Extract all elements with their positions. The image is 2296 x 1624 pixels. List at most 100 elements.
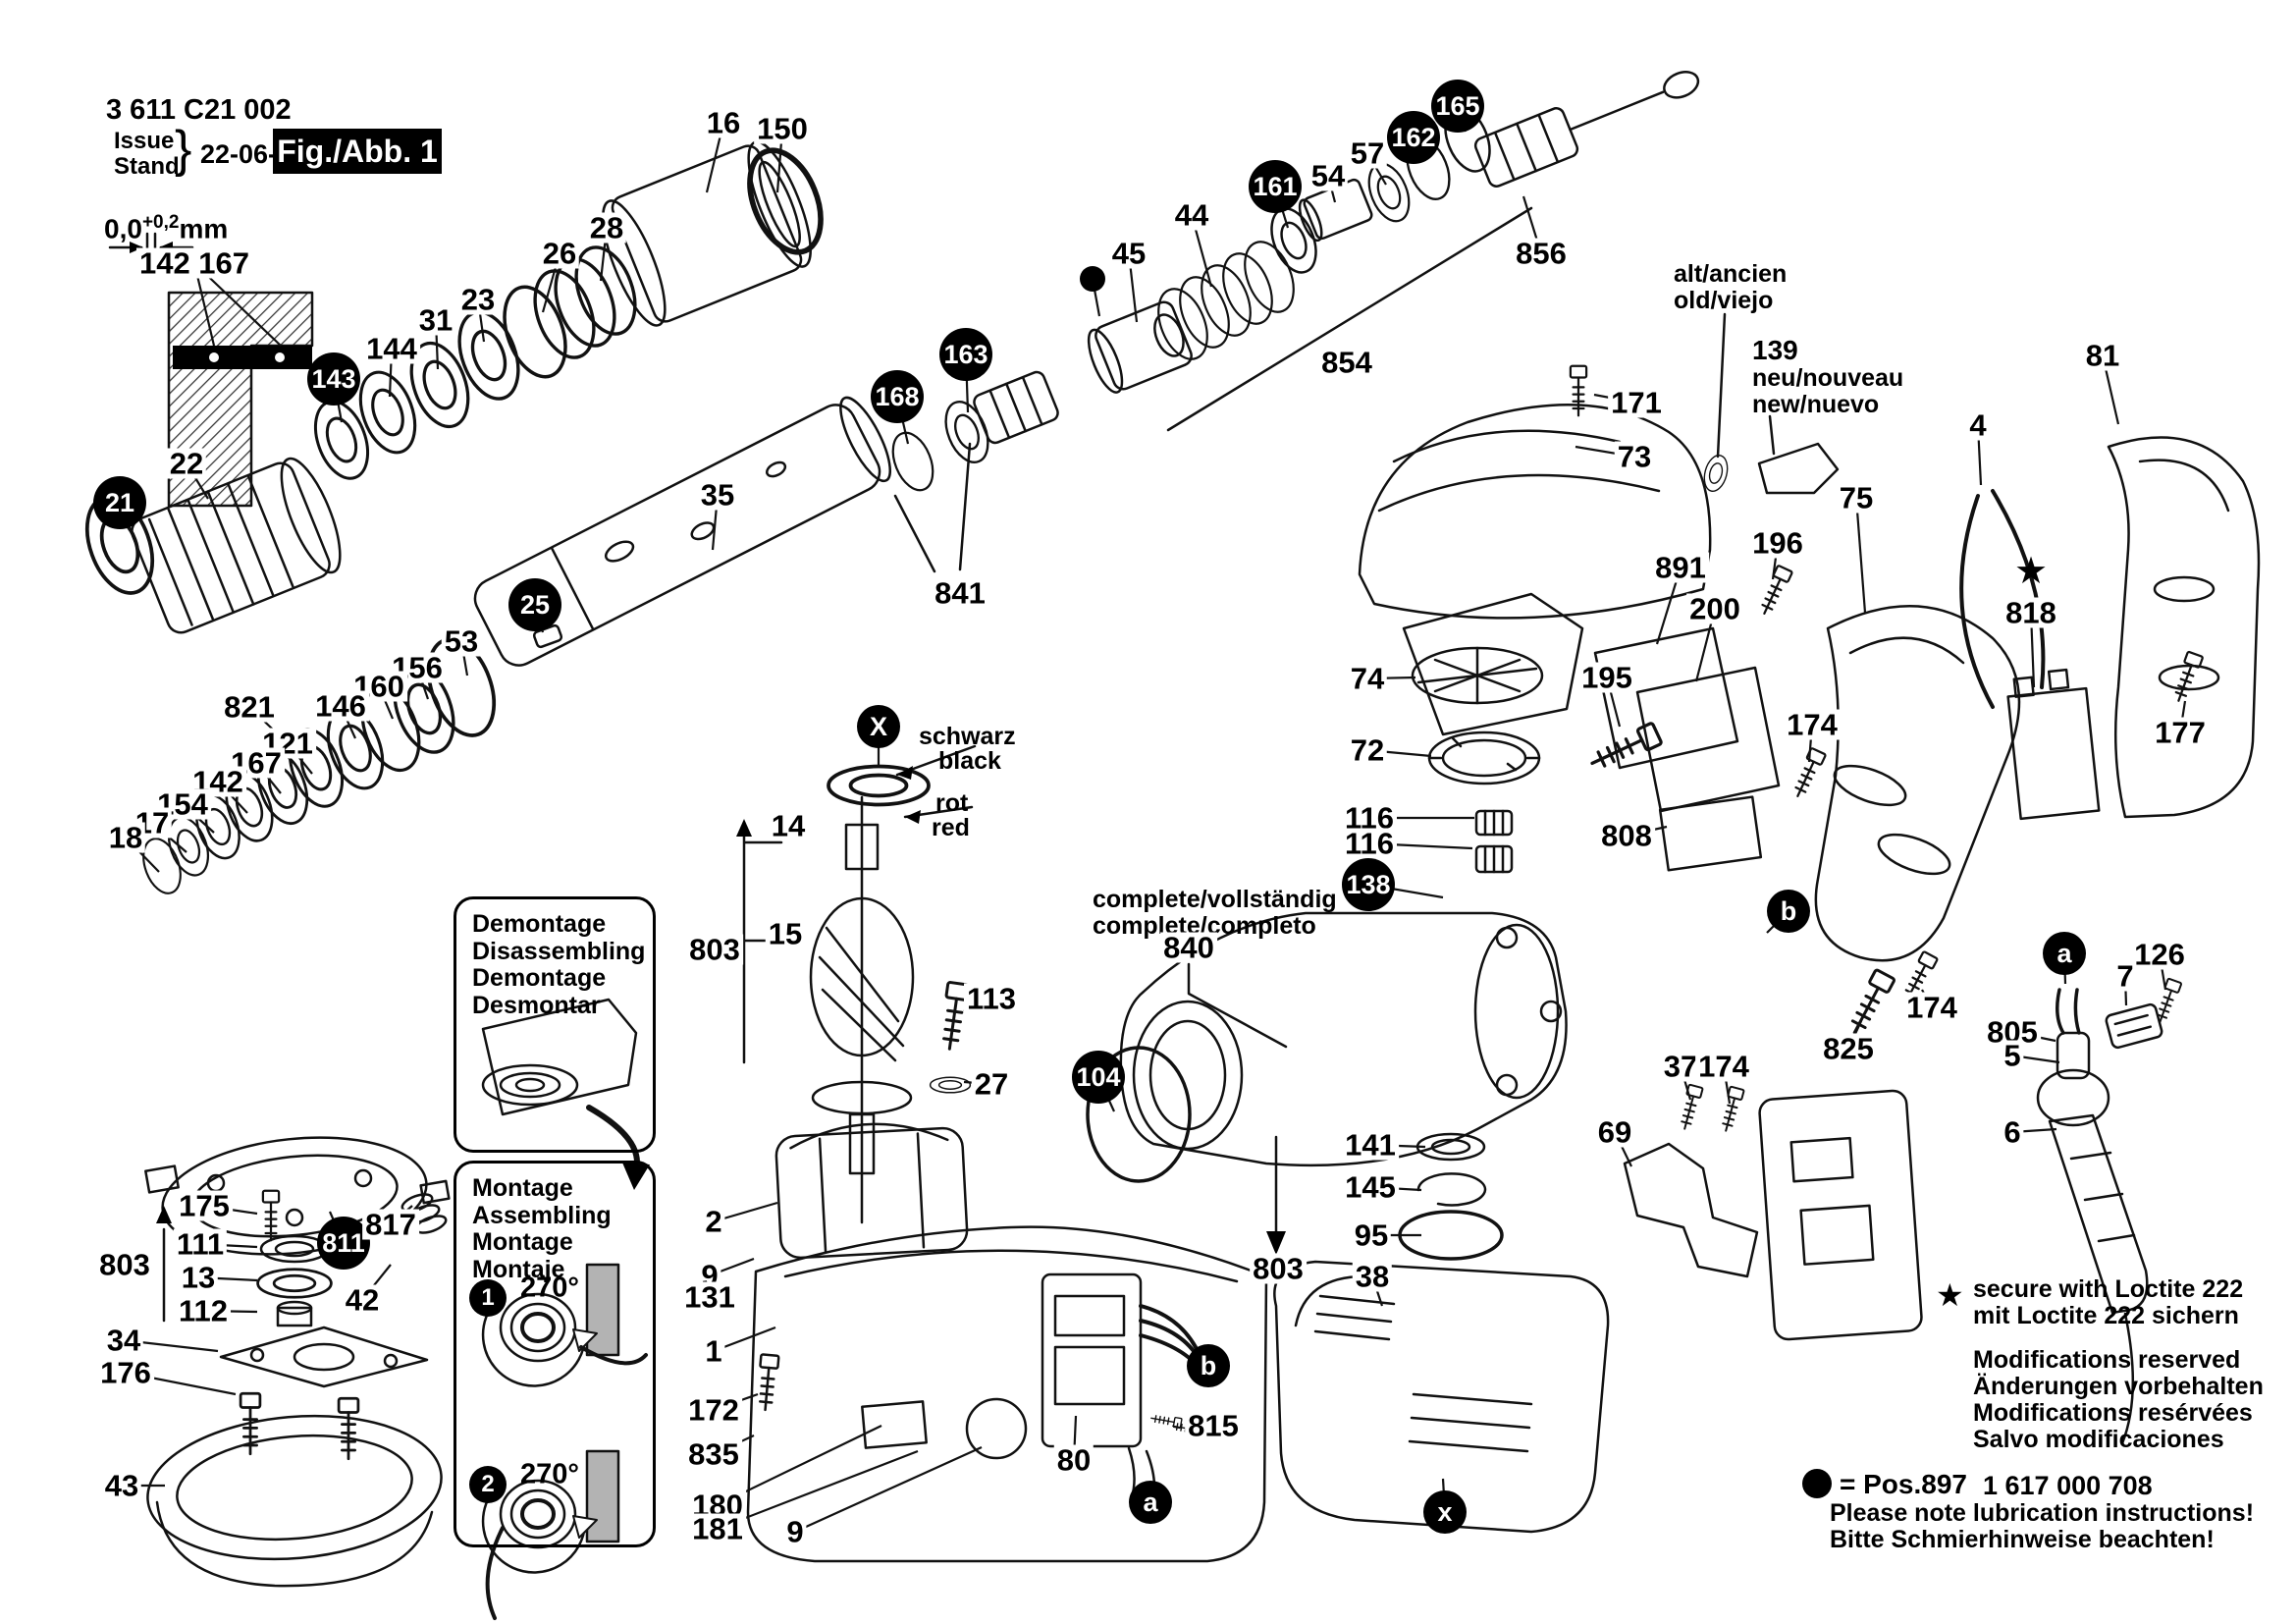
new-note-line1: neu/nouveau — [1752, 364, 1904, 393]
part-label-x: X — [857, 705, 900, 748]
part-label-176: 176 — [97, 1357, 154, 1388]
figure-label: Fig./Abb. 1 — [273, 129, 442, 174]
stand-word: Stand — [114, 152, 180, 180]
part-label-1: 1 — [702, 1335, 725, 1367]
drawing-number: 3 611 C21 002 — [106, 94, 292, 126]
modifications-note: Modifications reserved Änderungen vorbeh… — [1973, 1347, 2264, 1453]
loctite-line1: secure with Loctite 222 — [1973, 1275, 2244, 1303]
part-label-18: 18 — [105, 822, 146, 853]
part-label-891: 891 — [1652, 552, 1709, 583]
part-label-121: 121 — [259, 728, 316, 759]
part-label-22: 22 — [166, 448, 207, 479]
part-label-31: 31 — [415, 304, 456, 336]
part-label-7: 7 — [2113, 960, 2137, 992]
part-label-28: 28 — [586, 212, 627, 244]
old-part-note: alt/ancien old/viejo — [1674, 261, 1787, 314]
new-note-line2: new/nuevo — [1752, 391, 1880, 419]
part-label-69: 69 — [1594, 1116, 1635, 1148]
part-label-b: b — [1767, 890, 1810, 933]
assembly-title: Montage Assembling Montage Montaje — [472, 1174, 612, 1283]
part-label-37: 37 — [1660, 1051, 1701, 1082]
part-label-112: 112 — [175, 1295, 232, 1326]
old-note-line1: alt/ancien — [1674, 260, 1788, 288]
tolerance-base: 0,0 — [104, 213, 142, 244]
part-label-138: 138 — [1342, 858, 1395, 911]
part-label-34: 34 — [103, 1325, 144, 1356]
part-label-116: 116 — [1341, 802, 1398, 834]
star-icon: ★ — [1936, 1277, 1964, 1313]
part-label-6: 6 — [2001, 1116, 2024, 1148]
part-label-161: 161 — [1249, 160, 1302, 213]
assembly-line3: Montage — [472, 1228, 573, 1256]
loctite-line2: mit Loctite 222 sichern — [1973, 1302, 2239, 1329]
pos897-prefix: = Pos.897 — [1840, 1469, 1967, 1499]
part-label-44: 44 — [1171, 199, 1212, 231]
part-label-42: 42 — [342, 1284, 383, 1316]
part-label-821: 821 — [221, 691, 278, 723]
part-label-104: 104 — [1072, 1051, 1125, 1104]
part-label-a: a — [1129, 1481, 1172, 1524]
pos897-instructions: Please note lubrication instructions! Bi… — [1830, 1500, 2254, 1553]
modifications-line3: Modifications resérvées — [1973, 1399, 2253, 1427]
part-label-803: 803 — [1250, 1253, 1307, 1284]
part-label-817: 817 — [362, 1209, 419, 1240]
part-label-818: 818 — [2002, 597, 2059, 628]
part-label-841: 841 — [932, 577, 988, 609]
star-icon: ★ — [2013, 551, 2049, 592]
part-label-80: 80 — [1053, 1444, 1095, 1476]
assembly-line1: Montage — [472, 1174, 573, 1202]
assembly-line2: Assembling — [472, 1201, 612, 1229]
disassembly-box: Demontage Disassembling Demontage Desmon… — [454, 896, 656, 1153]
issue-word: Issue — [114, 128, 175, 154]
part-label-174: 174 — [1903, 992, 1960, 1023]
disassembly-line1: Demontage — [472, 910, 607, 938]
part-label-174: 174 — [1695, 1051, 1752, 1082]
part-label-45: 45 — [1108, 238, 1149, 269]
part-label-840: 840 — [1160, 932, 1217, 963]
old-note-line2: old/viejo — [1674, 287, 1774, 314]
pos897-line1: Please note lubrication instructions! — [1830, 1499, 2255, 1527]
part-label-57: 57 — [1347, 137, 1388, 169]
color-label-black: black — [938, 747, 1001, 775]
part-label-116: 116 — [1341, 828, 1398, 859]
assembly-line4: Montaje — [472, 1255, 565, 1283]
part-label-835: 835 — [685, 1438, 742, 1470]
part-label-38: 38 — [1352, 1261, 1393, 1292]
part-label-72: 72 — [1347, 734, 1388, 766]
tolerance-dimension: 0,0+0,2mm — [104, 212, 228, 244]
assembly-step2-angle: 270° — [520, 1458, 579, 1490]
part-label-x: x — [1423, 1490, 1467, 1534]
part-label-145: 145 — [1342, 1171, 1399, 1203]
modifications-line2: Änderungen vorbehalten — [1973, 1373, 2264, 1400]
part-label-126: 126 — [2131, 939, 2188, 970]
part-label-808: 808 — [1598, 820, 1655, 851]
part-label-165: 165 — [1431, 80, 1484, 133]
new-part-note: 139 neu/nouveau new/nuevo — [1752, 335, 1904, 419]
issue-label: Issue Stand — [114, 129, 180, 180]
color-label-red: red — [932, 814, 970, 841]
part-label-b: b — [1187, 1344, 1230, 1387]
part-label-21: 21 — [93, 476, 146, 529]
modifications-line1: Modifications reserved — [1973, 1346, 2241, 1374]
part-label-74: 74 — [1347, 663, 1388, 694]
part-label-175: 175 — [176, 1190, 233, 1221]
part-label-111: 111 — [173, 1228, 228, 1260]
disassembly-line4: Desmontar — [472, 991, 601, 1019]
color-label-rot: rot — [935, 789, 969, 817]
part-label-26: 26 — [539, 238, 580, 269]
part-label-81: 81 — [2082, 340, 2123, 371]
part-label-75: 75 — [1836, 482, 1877, 514]
assembly-step1-angle: 270° — [520, 1272, 579, 1304]
part-label-815: 815 — [1185, 1410, 1242, 1441]
part-label-200: 200 — [1686, 593, 1743, 624]
part-label-146: 146 — [312, 690, 369, 722]
part-label-9: 9 — [783, 1516, 807, 1547]
part-label-53: 53 — [441, 625, 482, 657]
new-part-number: 139 — [1752, 335, 1798, 365]
part-label-144: 144 — [363, 333, 420, 364]
part-label-141: 141 — [1342, 1129, 1399, 1161]
part-label-14: 14 — [768, 810, 809, 841]
part-label-13: 13 — [178, 1262, 219, 1293]
part-label-15: 15 — [765, 918, 806, 949]
